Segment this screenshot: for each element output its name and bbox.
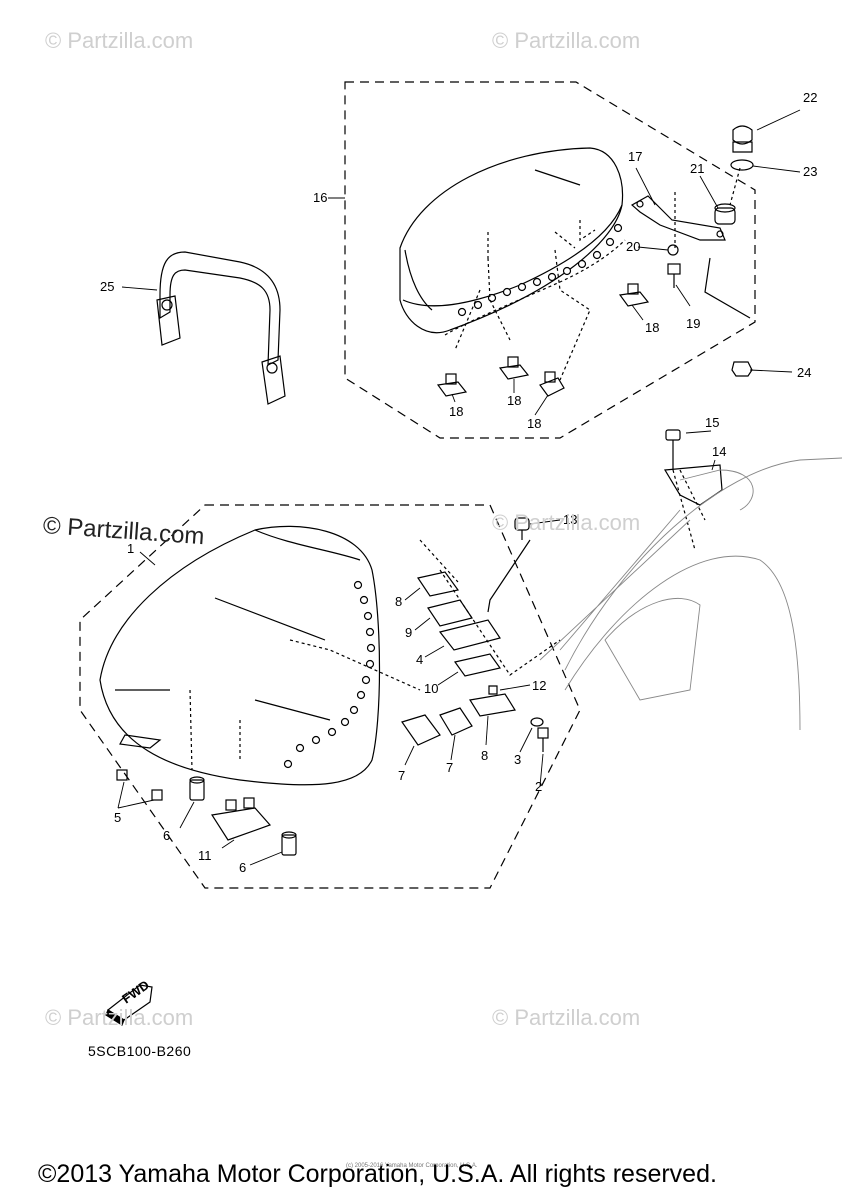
callout-24: 24 bbox=[797, 365, 811, 380]
diagram-code: 5SCB100-B260 bbox=[88, 1043, 192, 1059]
callout-13: 13 bbox=[563, 512, 577, 527]
callout-12: 12 bbox=[532, 678, 546, 693]
callout-4: 4 bbox=[416, 652, 423, 667]
callout-8a: 8 bbox=[395, 594, 402, 609]
callout-7b: 7 bbox=[446, 760, 453, 775]
callout-11: 11 bbox=[198, 848, 212, 863]
callout-leaders bbox=[117, 109, 801, 866]
callout-6a: 6 bbox=[163, 828, 170, 843]
callout-19: 19 bbox=[686, 316, 700, 331]
callout-20: 20 bbox=[626, 239, 640, 254]
callout-25: 25 bbox=[100, 279, 114, 294]
dampers-7-shape bbox=[401, 707, 473, 746]
rear-bracket-shape bbox=[630, 192, 751, 319]
nut-washer-stack bbox=[714, 125, 754, 225]
callout-6b: 6 bbox=[239, 860, 246, 875]
callout-3: 3 bbox=[514, 752, 521, 767]
callout-18a: 18 bbox=[645, 320, 659, 335]
nut-24-shape bbox=[731, 361, 753, 377]
callout-21: 21 bbox=[690, 161, 704, 176]
callout-18c: 18 bbox=[507, 393, 521, 408]
rear-fender-shape bbox=[539, 457, 842, 731]
passenger-seat-shape bbox=[399, 147, 626, 381]
callout-18d: 18 bbox=[527, 416, 541, 431]
watermark-top-right: © Partzilla.com bbox=[492, 28, 641, 53]
fasteners-18-shapes bbox=[436, 283, 650, 397]
bracket-stack-shape bbox=[417, 539, 561, 717]
callout-18b: 18 bbox=[449, 404, 463, 419]
callout-8b: 8 bbox=[481, 748, 488, 763]
tiny-copyright: (c) 2005-2016 Yamaha Motor Corporation, … bbox=[346, 1163, 478, 1169]
callout-9: 9 bbox=[405, 625, 412, 640]
callout-1: 1 bbox=[127, 541, 134, 556]
callout-labels: 1 2 3 4 5 6 6 7 7 8 8 9 10 11 12 13 14 1… bbox=[100, 90, 817, 875]
grab-bar-shape bbox=[156, 251, 286, 405]
watermark-bottom-right: © Partzilla.com bbox=[492, 1005, 641, 1030]
watermark-top-left: © Partzilla.com bbox=[45, 28, 194, 53]
callout-10: 10 bbox=[424, 681, 438, 696]
callout-15: 15 bbox=[705, 415, 719, 430]
callout-23: 23 bbox=[803, 164, 817, 179]
bolt-19-shape bbox=[667, 263, 681, 288]
watermark-bottom-left: © Partzilla.com bbox=[45, 1005, 194, 1030]
callout-22: 22 bbox=[803, 90, 817, 105]
seat-dampers-shape bbox=[116, 769, 297, 856]
callout-2: 2 bbox=[535, 779, 542, 794]
callout-5: 5 bbox=[114, 810, 121, 825]
washer-20-shape bbox=[667, 244, 679, 256]
callout-16: 16 bbox=[313, 190, 327, 205]
upper-assembly-boundary bbox=[344, 81, 756, 439]
fwd-arrow-icon bbox=[105, 984, 153, 1026]
lower-assembly-boundary bbox=[79, 504, 581, 889]
copyright-notice: ©2013 Yamaha Motor Corporation, U.S.A. A… bbox=[38, 1160, 717, 1188]
watermark-mid-right: © Partzilla.com bbox=[492, 510, 641, 535]
callout-17: 17 bbox=[628, 149, 642, 164]
rider-seat-shape bbox=[99, 525, 421, 786]
callout-7a: 7 bbox=[398, 768, 405, 783]
callout-14: 14 bbox=[712, 444, 726, 459]
